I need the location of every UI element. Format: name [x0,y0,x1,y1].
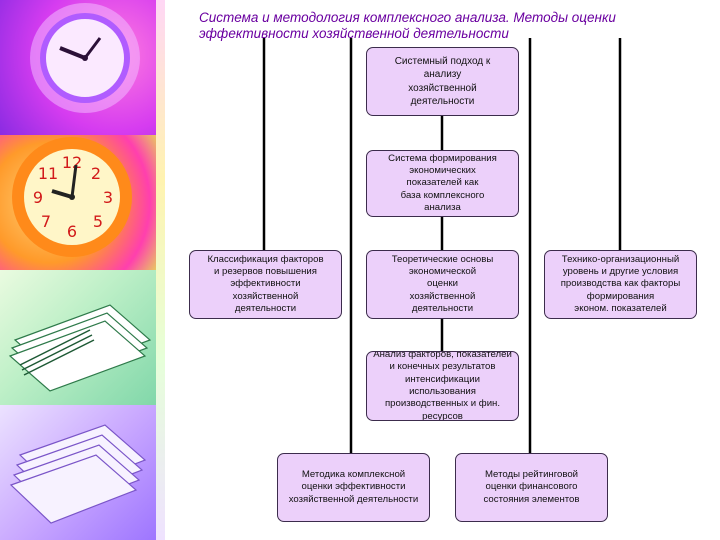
papers-violet-art [9,424,147,524]
svg-text:3: 3 [103,188,113,207]
box-rating-methods: Методы рейтинговой оценки финансового со… [455,453,608,522]
decor-stripe [156,0,165,540]
decorative-image-strip: 12 3 6 9 2 11 5 7 [0,0,165,540]
svg-text:5: 5 [93,212,103,231]
papers-violet-icon [0,405,165,540]
svg-text:6: 6 [67,222,77,241]
svg-text:7: 7 [41,212,51,231]
svg-text:9: 9 [33,188,43,207]
svg-text:2: 2 [91,164,101,183]
box-technical-conditions: Технико-организационный уровень и другие… [544,250,697,319]
box-factor-analysis: Анализ факторов, показателей и конечных … [366,351,519,421]
box-indicator-system: Система формирования экономических показ… [366,150,519,217]
slide-title: Система и методология комплексного анали… [199,10,616,41]
box-systemic-approach: Системный подход к анализу хозяйственной… [366,47,519,116]
papers-green-icon [0,270,165,405]
clock-orange-icon: 12 3 6 9 2 11 5 7 [0,135,165,270]
box-factor-classification: Классификация факторов и резервов повыше… [189,250,342,319]
box-theoretical-basis: Теоретические основы экономической оценк… [366,250,519,319]
clock-purple-icon [0,0,165,135]
clock-orange-art: 12 3 6 9 2 11 5 7 [12,137,132,257]
papers-green-art [8,304,152,392]
clock-purple-art [30,3,140,113]
box-complex-method: Методика комплексной оценки эффективност… [277,453,430,522]
svg-text:11: 11 [38,164,58,183]
